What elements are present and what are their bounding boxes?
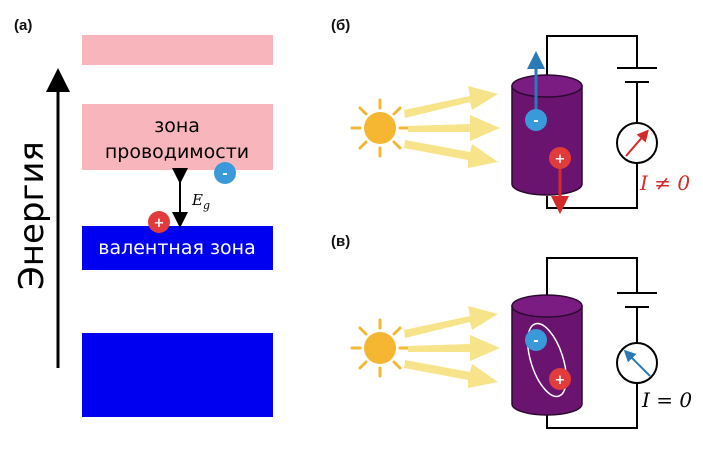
current-label: I ≠ 0 <box>639 171 690 195</box>
conduction-band-label-line1: зона <box>154 115 200 137</box>
sample-cylinder <box>511 294 583 416</box>
valence-band <box>82 226 273 270</box>
electron-particle <box>214 162 236 184</box>
electron-sign: - <box>533 114 538 129</box>
exciton-bound-pair-outline <box>527 322 567 398</box>
conduction-band <box>82 104 273 170</box>
hole-particle <box>549 147 571 169</box>
sun-icon <box>350 98 410 158</box>
electron-sign: - <box>222 167 227 182</box>
band-gap-label: Eg <box>191 191 210 212</box>
panel-c: (в) <box>331 233 692 429</box>
light-rays-icon <box>404 306 500 388</box>
current-label: I = 0 <box>641 388 692 412</box>
ammeter-icon <box>616 342 658 384</box>
hole-particle <box>549 368 571 390</box>
hole-sign: + <box>154 216 165 231</box>
battery-icon <box>617 67 657 83</box>
battery-icon <box>617 292 657 308</box>
panel-a-label: (а) <box>14 17 32 34</box>
electron-particle <box>525 109 547 131</box>
light-rays-icon <box>404 86 500 168</box>
panel-b-label: (б) <box>331 17 350 34</box>
sun-icon <box>350 318 410 378</box>
electron-sign: - <box>533 334 538 349</box>
hole-particle <box>148 211 170 233</box>
sample-cylinder <box>511 74 583 196</box>
ammeter-icon <box>616 122 658 164</box>
energy-axis-label: Энергия <box>12 141 52 290</box>
panel-b: (б) <box>331 17 690 214</box>
lower-valence-band <box>82 333 273 417</box>
circuit-wires <box>546 257 638 429</box>
panel-a: (а) Энергия зона проводимости валентная … <box>12 17 273 417</box>
circuit-wires <box>546 35 638 209</box>
panel-c-label: (в) <box>331 233 350 250</box>
valence-band-label: валентная зона <box>98 237 256 259</box>
electron-particle <box>525 329 547 351</box>
upper-conduction-band <box>82 35 273 65</box>
hole-sign: + <box>555 152 566 167</box>
conduction-band-label-line2: проводимости <box>105 141 249 163</box>
hole-sign: + <box>555 373 566 388</box>
